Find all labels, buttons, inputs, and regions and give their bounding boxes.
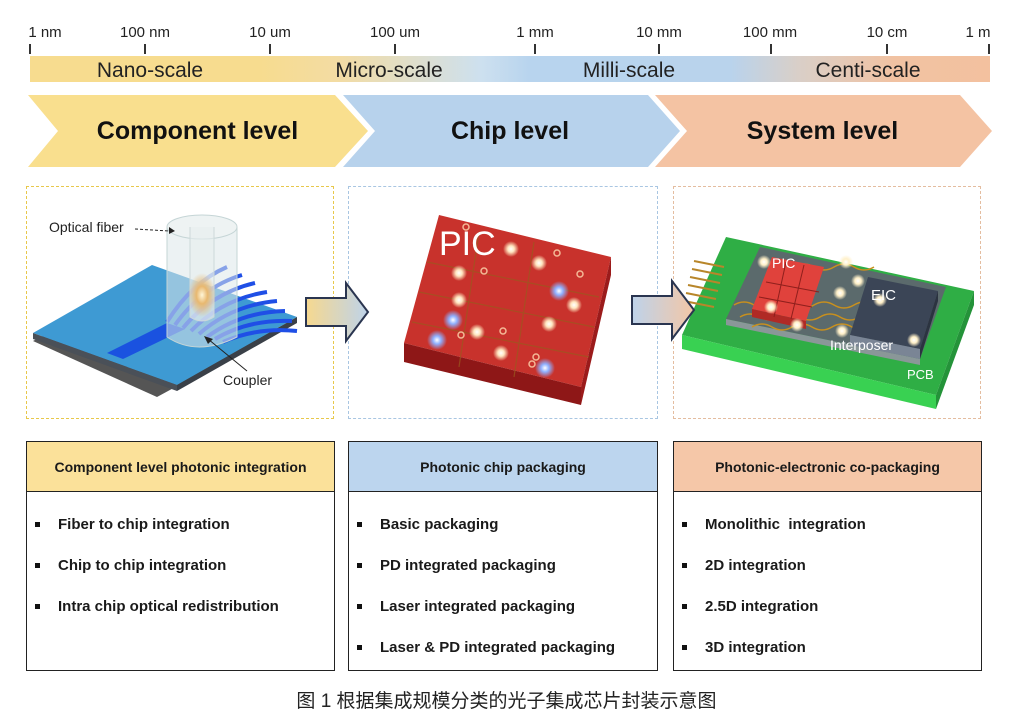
tick-mark [770,44,772,54]
bullet-icon [357,522,362,527]
tick-mark [269,44,271,54]
list-item: Chip to chip integration [35,545,334,586]
panel-system: PIC EIC Interposer PCB [673,186,981,419]
tick-label: 1 nm [28,24,62,41]
level-chevrons [28,95,992,167]
scale-range-milli: Milli-scale [582,59,676,82]
chevron-chip [343,95,680,167]
flow-arrow-icon [631,278,696,342]
list-item: 2.5D integration [682,586,981,627]
label-coupler: Coupler [223,372,273,388]
tick-mark [988,44,990,54]
bullet-icon [682,604,687,609]
bullet-icon [682,563,687,568]
label-pcb: PCB [907,367,934,382]
box-header: Photonic chip packaging [349,442,657,492]
figure-caption: 图 1 根据集成规模分类的光子集成芯片封装示意图 [296,691,717,712]
list-item: 3D integration [682,627,981,668]
panel-component: Optical fiber Coupler [26,186,334,419]
bullet-icon [357,563,362,568]
tick-mark [534,44,536,54]
co-package-illustration [682,237,974,409]
label-interposer: Interposer [830,337,894,353]
list-item-text: 3D integration [705,639,806,656]
level-label-system: System level [746,117,899,145]
box-chip-packaging: Photonic chip packaging Basic packaging … [348,441,658,671]
tick-label: 1 mm [516,24,554,41]
list-item: Laser & PD integrated packaging [357,627,657,668]
tick-mark [886,44,888,54]
scale-range-nano: Nano-scale [96,59,204,82]
list-item-text: Monolithic integration [705,516,866,533]
tick-label: 100 nm [119,24,171,41]
list-item-text: Laser & PD integrated packaging [380,639,616,656]
list-item: Fiber to chip integration [35,504,334,545]
list-item: Basic packaging [357,504,657,545]
list-item: 2D integration [682,545,981,586]
bullet-icon [35,563,40,568]
tick-mark [144,44,146,54]
label-eic: EIC [871,287,897,304]
list-item-text: Intra chip optical redistribution [58,598,279,615]
bullet-icon [35,604,40,609]
bullet-icon [35,522,40,527]
box-list: Monolithic integration 2D integration 2.… [674,492,981,668]
bullet-icon [682,645,687,650]
chevron-component [28,95,368,167]
box-component-integration: Component level photonic integration Fib… [26,441,335,671]
list-item: Laser integrated packaging [357,586,657,627]
tick-label: 1 m [965,24,991,41]
tick-label: 10 um [249,24,291,41]
tick-label: 10 mm [636,24,682,41]
bullet-icon [682,522,687,527]
box-list: Basic packaging PD integrated packaging … [349,492,657,668]
list-item-text: 2.5D integration [705,598,819,615]
scale-range-centi: Centi-scale [815,59,921,82]
list-item-text: Basic packaging [380,516,499,533]
pointer-arrow-icon [135,227,175,234]
list-item: PD integrated packaging [357,545,657,586]
tick-mark [29,44,31,54]
level-label-chip: Chip level [450,117,570,145]
pointer-arrow-icon [204,336,248,372]
pic-chip-illustration [404,215,611,405]
list-item: Intra chip optical redistribution [35,586,334,627]
level-label-component: Component level [96,117,299,145]
list-item-text: Chip to chip integration [58,557,227,574]
list-item: Monolithic integration [682,504,981,545]
grating-coupler-illustration [33,214,298,397]
box-list: Fiber to chip integration Chip to chip i… [27,492,334,627]
box-co-packaging: Photonic-electronic co-packaging Monolit… [673,441,982,671]
list-item-text: PD integrated packaging [380,557,556,574]
tick-mark [658,44,660,54]
box-header: Photonic-electronic co-packaging [674,442,981,492]
chevron-system [655,95,992,167]
list-item-text: Laser integrated packaging [380,598,576,615]
bullet-icon [357,604,362,609]
tick-label: 10 cm [866,24,908,41]
tick-label: 100 mm [742,24,798,41]
bullet-icon [357,645,362,650]
flow-arrow-icon [305,280,370,344]
scale-range-micro: Micro-scale [335,59,443,82]
label-pic-small: PIC [772,255,796,271]
label-optical-fiber: Optical fiber [49,219,124,235]
scale-bar [30,56,990,82]
panel-chip: PIC [348,186,658,419]
box-header: Component level photonic integration [27,442,334,492]
label-pic: PIC [439,225,496,263]
tick-label: 100 um [369,24,421,41]
tick-mark [394,44,396,54]
list-item-text: 2D integration [705,557,806,574]
list-item-text: Fiber to chip integration [58,516,230,533]
